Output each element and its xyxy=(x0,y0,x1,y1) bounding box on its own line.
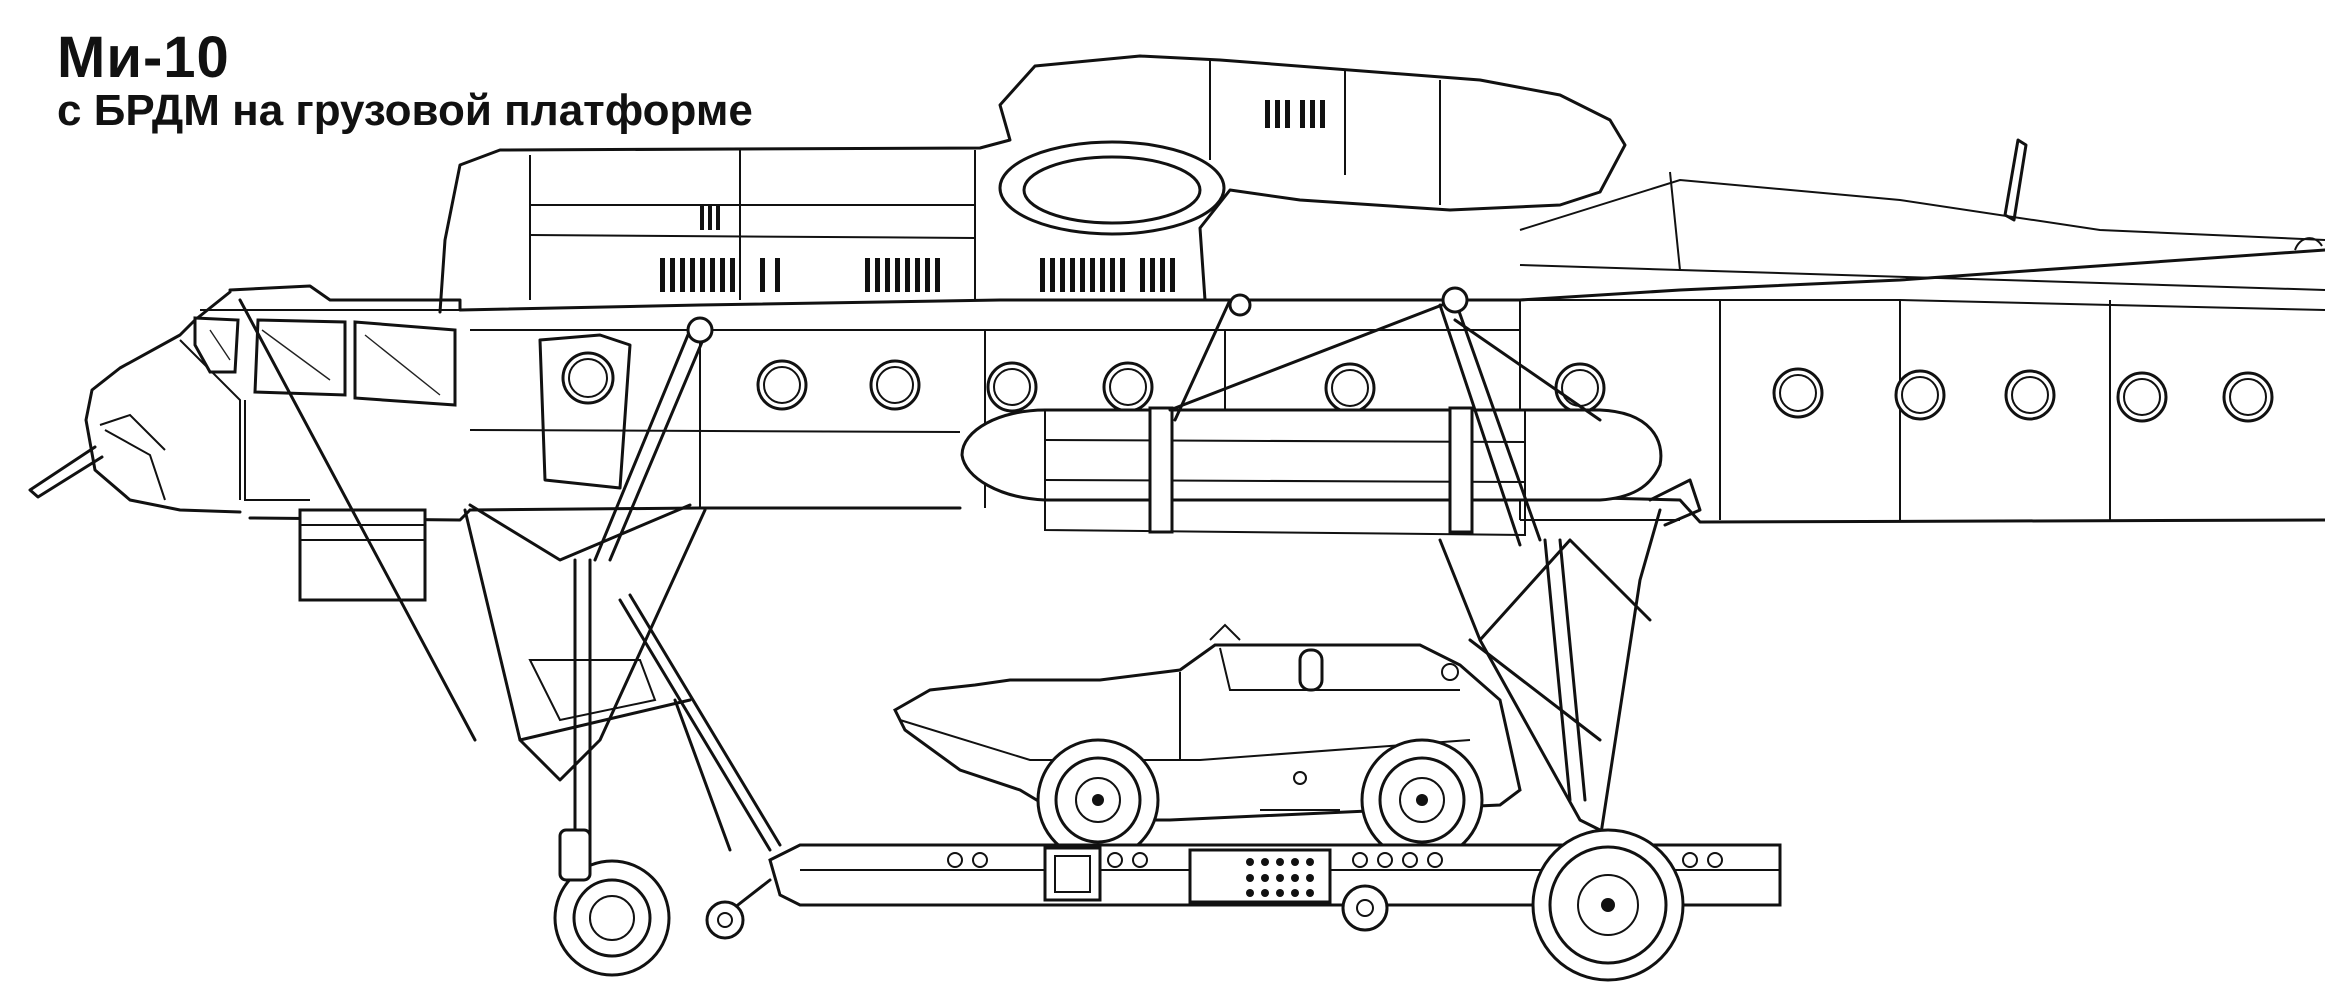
brdm-vehicle xyxy=(893,623,1522,862)
cargo-platform xyxy=(705,843,1782,940)
cargo-container xyxy=(960,406,1663,537)
landing-gear-struts xyxy=(238,286,1702,862)
caption: Ми-10 с БРДМ на грузовой платформе xyxy=(57,28,753,136)
main-wheels xyxy=(553,828,1685,982)
porthole-windows xyxy=(561,351,2274,423)
page-subtitle: с БРДМ на грузовой платформе xyxy=(57,86,753,135)
fuselage xyxy=(28,54,2325,602)
page-title: Ми-10 xyxy=(57,25,230,90)
engine-louvres xyxy=(660,100,1325,292)
